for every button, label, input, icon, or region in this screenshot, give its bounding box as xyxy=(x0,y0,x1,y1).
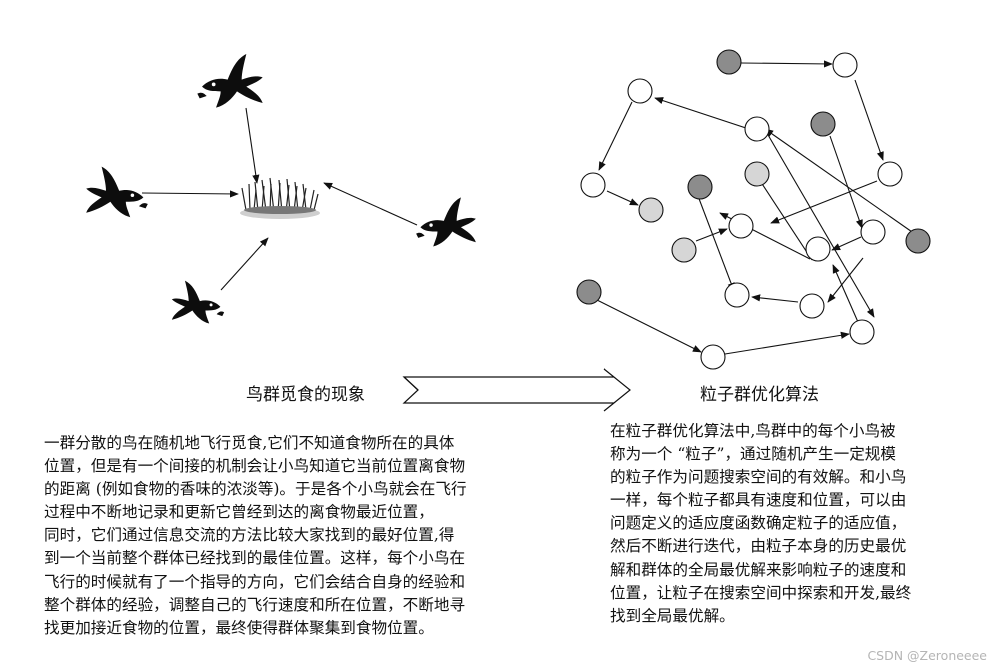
double-arrow-icon xyxy=(402,368,631,412)
watermark: CSDN @Zeroneeee xyxy=(867,648,987,663)
right-caption: 粒子群优化算法 xyxy=(700,385,819,405)
bird-icon xyxy=(171,280,225,324)
paragraph-line: 然后不断进行迭代，由粒子本身的历史最优 xyxy=(610,537,907,556)
bird-icon xyxy=(416,197,476,247)
particle-node xyxy=(799,293,825,319)
particle-node xyxy=(810,111,836,137)
particle-node xyxy=(728,213,754,239)
paragraph-line: 一群分散的鸟在随机地飞行觅食,它们不知道食物所在的具体 xyxy=(44,434,455,452)
particle-node xyxy=(905,228,931,254)
paragraph-line: 过程中不断地记录和更新它曾经到达的离食物最近位置， xyxy=(44,503,434,522)
particle-node xyxy=(671,237,697,263)
paragraph-line: 整个群体的经验，调整自己的飞行速度和所在位置，不断地寻 xyxy=(44,595,466,614)
paragraph-line: 的粒子作为问题搜索空间的有效解。和小鸟 xyxy=(610,468,907,487)
particle-node xyxy=(716,49,742,75)
particle-node xyxy=(700,344,726,370)
paragraph-line: 问题定义的适应度函数确定粒子的适应值， xyxy=(610,514,907,533)
paragraph-line: 找更加接近食物的位置，最终使得群体聚集到食物位置。 xyxy=(44,618,434,637)
paragraph-line: 同时，它们通过信息交流的方法比较大家找到的最好位置,得 xyxy=(44,526,455,545)
particle-node xyxy=(638,197,664,223)
particle-node xyxy=(576,279,602,305)
food-grass-icon xyxy=(240,177,320,219)
particle-node xyxy=(627,78,653,104)
paragraph-line: 飞行的时候就有了一个指导的方向，它们会结合自身的经验和 xyxy=(44,572,466,591)
paragraph-line: 称为一个 “粒子”，通过随机产生一定规模 xyxy=(610,445,896,464)
particle-node xyxy=(580,172,606,198)
particle-node xyxy=(860,219,886,245)
particle-node xyxy=(687,174,713,200)
paragraph-line: 在粒子群优化算法中,鸟群中的每个小鸟被 xyxy=(610,422,896,440)
left-paragraph: 一群分散的鸟在随机地飞行觅食,它们不知道食物所在的具体 位置，但是有一个间接的机… xyxy=(44,432,467,640)
particle-node xyxy=(877,161,903,187)
bird-icon xyxy=(86,166,148,218)
paragraph-line: 位置，让粒子在搜索空间中探索和开发,最终 xyxy=(610,583,912,602)
bird-icon xyxy=(197,54,263,108)
paragraph-line: 到一个当前整个群体已经找到的最佳位置。这样，每个小鸟在 xyxy=(44,549,466,568)
right-paragraph: 在粒子群优化算法中,鸟群中的每个小鸟被 称为一个 “粒子”，通过随机产生一定规模… xyxy=(610,420,911,628)
particle-node xyxy=(744,161,770,187)
paragraph-line: 找到全局最优解。 xyxy=(610,606,735,625)
particle-node xyxy=(744,116,770,142)
paragraph-line: 的距离 (例如食物的香味的浓淡等)。于是各个小鸟就会在飞行 xyxy=(44,480,467,499)
particle-node xyxy=(849,319,875,345)
paragraph-line: 位置，但是有一个间接的机制会让小鸟知道它当前位置离食物 xyxy=(44,457,466,476)
particle-node xyxy=(724,282,750,308)
bird-flight-arrows xyxy=(141,107,418,291)
particle-velocity-arrows xyxy=(596,60,916,355)
particle-node xyxy=(805,236,831,262)
left-caption: 鸟群觅食的现象 xyxy=(246,385,365,405)
paragraph-line: 解和群体的全局最优解来影响粒子的速度和 xyxy=(610,560,907,579)
paragraph-line: 一样，每个粒子都具有速度和位置，可以由 xyxy=(610,491,907,510)
particle-node xyxy=(832,52,858,78)
particle-swarm xyxy=(576,49,931,370)
